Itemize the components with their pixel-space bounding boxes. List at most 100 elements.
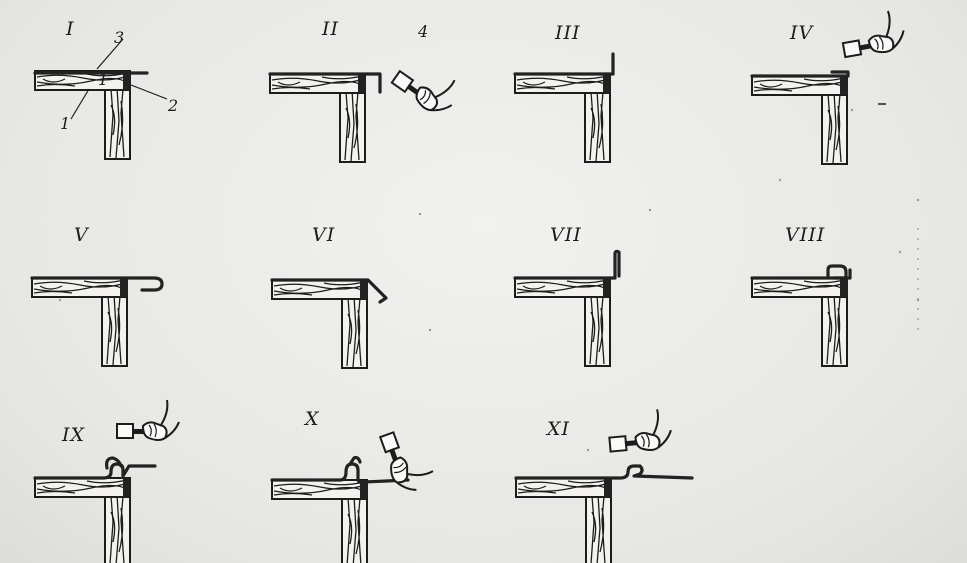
beam [269,73,366,94]
leader-2 [130,84,168,100]
hammer-head [378,431,401,454]
panel-xi [514,409,694,563]
hammer-hand-icon [378,431,434,491]
panel-iv [750,10,905,165]
hammer-hand-icon [608,409,672,453]
panel-ii [268,69,456,163]
panel-ix [33,399,180,563]
paper-speck [418,212,422,216]
panel-label-i: I [66,18,75,40]
panel-label-ii: II [322,18,340,40]
cleat [603,278,611,297]
finger-lines [640,433,650,448]
panel-label-x: X [305,408,320,430]
arm [652,409,672,449]
arm [885,10,905,50]
beam [271,479,368,500]
callout-4: 4 [418,22,429,41]
paper-speck [648,208,652,212]
post-grain [109,493,125,563]
beam-grain [36,72,129,87]
beam-grain [517,479,610,494]
arm [431,79,456,112]
panel-v [30,276,164,367]
metal-sheet [348,455,362,466]
metal-sheet [270,278,388,304]
beam-grain [33,279,126,294]
paper-speck [58,298,62,302]
metal-sheet [513,249,621,280]
metal-sheet [268,72,382,94]
hammer-head [841,39,863,59]
post-grain [106,293,122,366]
paper-speck [916,198,920,202]
post-grain [589,89,605,162]
beam [34,477,131,498]
beam [514,73,611,94]
paper-speck [428,328,432,332]
hammer-head [608,435,628,453]
cleat [603,74,611,93]
beam [271,279,368,300]
cleat [123,71,131,90]
panel-label-iv: IV [790,22,814,44]
panel-label-v: V [74,224,89,246]
callout-1-bottom: 1 [60,114,71,133]
hand [634,432,661,452]
panel-label-xi: XI [547,418,571,440]
arm [160,399,180,439]
panel-label-ix: IX [62,424,86,446]
metal-sheet [750,264,848,280]
metal-sheet [832,268,852,280]
panel-vii [513,249,621,367]
finger-lines [419,90,431,105]
cleat [840,278,848,297]
cleat [360,280,368,299]
metal-sheet [750,70,850,78]
panel-x [270,431,434,563]
cleat [358,74,366,93]
finger-lines [393,462,407,474]
hammer-hand-icon [116,399,180,441]
beam [31,277,128,298]
metal-sheet [30,276,164,292]
beam-grain [516,75,609,90]
metal-sheet [33,462,157,480]
hammer-head [116,423,134,439]
callout-3: 3 [114,28,125,47]
paper-speck [586,448,590,452]
beam [515,477,612,498]
beam-grain [753,279,846,294]
panel-label-vi: VI [312,224,336,246]
panel-label-vii: VII [550,224,582,246]
cleat [604,478,612,497]
post-grain [826,293,842,366]
post-grain [346,495,362,563]
hand [867,34,895,54]
post-grain [109,86,125,159]
post-grain [590,493,606,563]
post-grain [826,91,842,164]
beam-grain [271,75,364,90]
beam-grain [36,479,129,494]
panel-i [33,38,168,160]
metal-sheet [105,456,123,470]
paper-speck [778,178,782,182]
beam-grain [273,481,366,496]
panel-label-viii: VIII [785,224,826,246]
beam-grain [273,281,366,296]
hammer-hand-icon [841,10,905,59]
beam [751,277,848,298]
post-grain [589,293,605,366]
leader-3 [96,38,124,70]
metal-sheet [514,464,694,480]
metal-sheet [513,52,615,76]
cleat [123,478,131,497]
finger-lines [148,423,157,438]
beam [751,75,848,96]
finger-lines [874,36,884,50]
panel-viii [750,264,852,367]
cleat [360,480,368,499]
